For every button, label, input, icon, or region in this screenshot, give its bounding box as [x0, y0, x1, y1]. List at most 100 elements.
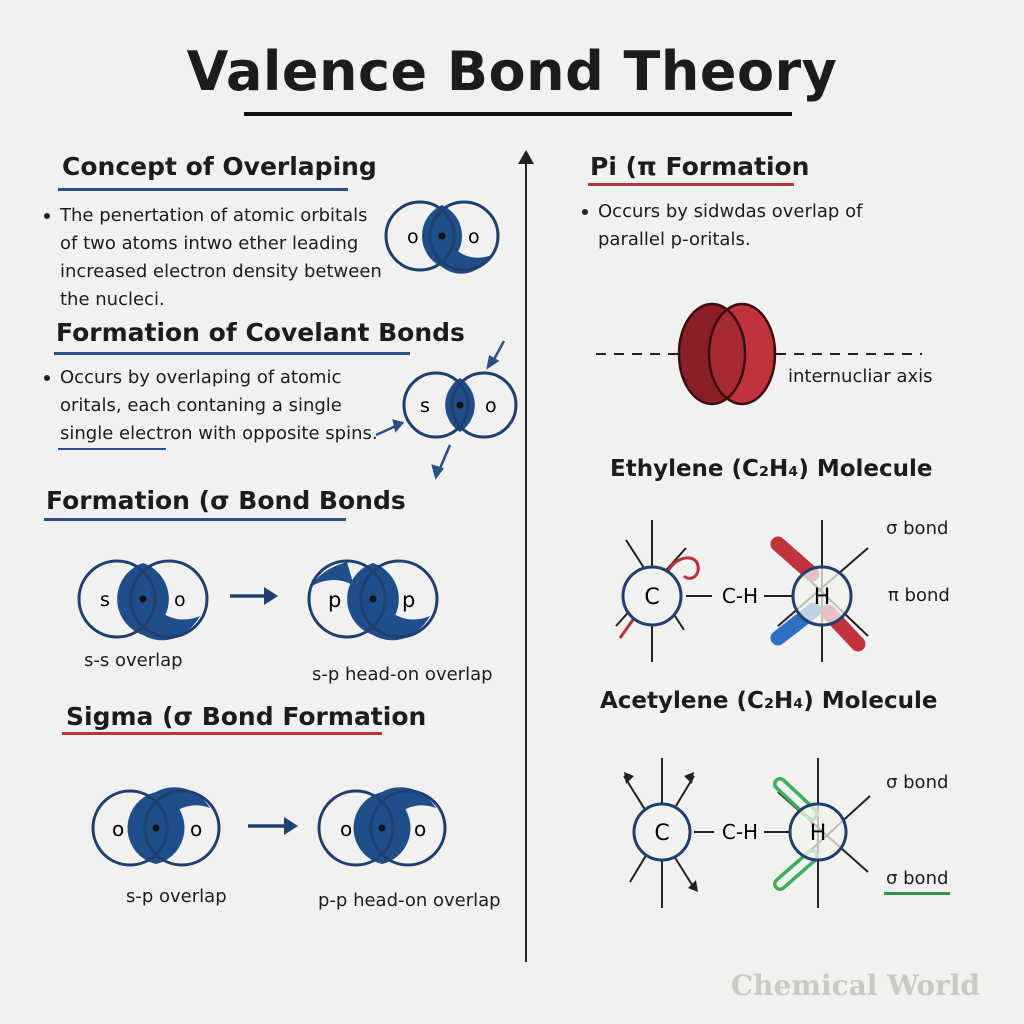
orbital-label: o: [340, 817, 352, 841]
orbital-right: [450, 371, 518, 439]
spin-arrows: [375, 340, 506, 480]
pi-heading-underline: [588, 183, 794, 186]
orbital-label: o: [112, 817, 124, 841]
ethylene-sigma-label: σ bond: [886, 518, 949, 539]
sigma-formation-diagram: o o o o: [91, 787, 447, 867]
orbital-left: [317, 789, 395, 867]
orbital-label: s: [100, 589, 110, 611]
sigma-bonds-heading: Formation (σ Bond Bonds: [46, 486, 406, 515]
atom-label-c: C: [654, 821, 669, 846]
arrow-right-icon: [248, 817, 298, 835]
orbital-o: [129, 559, 209, 639]
covalent-heading-underline: [54, 352, 410, 355]
electron-dot: [139, 595, 147, 603]
pi-bond-loop: [618, 556, 700, 639]
internuclear-axis-label: internucliar axis: [788, 366, 933, 387]
overlap-line-3: increased electron density between: [60, 261, 382, 282]
overlap-line-2: of two atoms intwo ether leading: [60, 233, 359, 254]
bullet-dot: [582, 209, 588, 215]
electron-dot: [378, 824, 386, 832]
overlap-lobe: [312, 562, 354, 586]
overlap-line-4: the nucleci.: [60, 289, 165, 310]
atom-label-c: C: [644, 585, 659, 610]
arrow-right-icon: [230, 587, 278, 605]
acetylene-sigma-label-bottom: σ bond: [886, 868, 949, 889]
orbital-right: [369, 789, 447, 867]
orbital-label: p: [402, 588, 415, 612]
covalent-orbitals-diagram: s o: [375, 340, 518, 480]
acetylene-diagram: C C-H H: [623, 758, 871, 908]
orbital-p: [307, 559, 387, 639]
overlap-text: The penertation of atomic orbitals of tw…: [44, 202, 382, 314]
bond-label-ch: C-H: [722, 584, 758, 608]
orbital-p: [359, 559, 439, 639]
ethylene-diagram: C C-H H: [615, 520, 869, 662]
page-title: Valence Bond Theory: [186, 40, 838, 103]
pi-line-2: parallel p-oritals.: [598, 229, 751, 250]
sigma-formation-heading: Sigma (σ Bond Formation: [66, 702, 427, 731]
pi-overlap-region: [708, 309, 746, 399]
electron-dot: [438, 232, 446, 240]
pi-text: Occurs by sidwdas overlap of parallel p-…: [582, 198, 862, 254]
covalent-line-1: Occurs by overlaping of atomic: [60, 367, 342, 388]
pi-lobe-red-top: [770, 536, 820, 582]
sigma-bonds-caption-1: s-s overlap: [84, 650, 183, 671]
covalent-line-3: single electron with opposite spins.: [60, 423, 378, 444]
bullet-dot: [44, 213, 50, 219]
hydrogen-atom: [788, 802, 848, 862]
overlap-line-1: The penertation of atomic orbitals: [60, 205, 368, 226]
atom-label-h: H: [814, 585, 831, 610]
orbital-left: [402, 371, 470, 439]
overlap-heading: Concept of Overlaping: [62, 152, 377, 181]
orbital-label-right: o: [485, 395, 497, 417]
overlap-lobe: [373, 602, 430, 641]
pi-overlap-diagram: [596, 302, 932, 406]
sigma-bonds-diagram: s o p p: [77, 559, 439, 641]
covalent-line-2: oritals, each contaning a single: [60, 395, 342, 416]
orbital-left: [91, 789, 169, 867]
sigma-formation-caption-1: s-p overlap: [126, 886, 227, 907]
orbital-label: o: [414, 817, 426, 841]
sigma-bonds-caption-2: s-p head-on overlap: [312, 664, 493, 685]
overlap-orbitals-diagram: o o: [384, 200, 500, 274]
ethylene-pi-label: π bond: [888, 585, 950, 606]
ethylene-title: Ethylene (C₂H₄) Molecule: [610, 456, 933, 482]
orbital-s: [77, 559, 157, 639]
orbital-label: o: [190, 817, 202, 841]
overlap-lobe: [156, 787, 210, 822]
covalent-text-underline: [58, 448, 166, 450]
orbital-right: [143, 789, 221, 867]
orbital-label-left: o: [407, 226, 419, 248]
orbital-label: p: [328, 588, 341, 612]
electron-dot: [456, 401, 464, 409]
orbital-label-right: o: [468, 226, 480, 248]
orbital-right: [428, 200, 500, 272]
bond-label-ch: C-H: [722, 820, 758, 844]
covalent-heading: Formation of Covelant Bonds: [56, 318, 465, 347]
orbital-label-left: s: [420, 395, 430, 417]
orbital-label: o: [174, 589, 186, 611]
overlap-heading-underline: [58, 188, 348, 191]
acetylene-title: Acetylene (C₂H₄) Molecule: [600, 688, 938, 714]
carbon-atom: [632, 802, 692, 862]
sigma-formation-heading-underline: [62, 732, 382, 735]
acetylene-sigma-label-top: σ bond: [886, 772, 949, 793]
sigma-bonds-heading-underline: [44, 518, 346, 521]
atom-label-h: H: [810, 821, 827, 846]
overlap-lobe: [382, 787, 436, 822]
electron-dot: [369, 595, 377, 603]
pi-heading: Pi (π Formation: [590, 152, 810, 181]
carbon-arrowheads: [624, 772, 698, 892]
orbital-left: [384, 200, 456, 272]
covalent-text: Occurs by overlaping of atomic oritals, …: [44, 364, 378, 448]
acetylene-sigma-underline: [884, 892, 950, 895]
watermark: Chemical World: [730, 969, 980, 1002]
sigma-formation-caption-2: p-p head-on overlap: [318, 890, 501, 911]
hydrogen-atom: [791, 565, 853, 627]
electron-dot: [152, 824, 160, 832]
overlap-lobe: [143, 602, 200, 641]
pi-line-1: Occurs by sidwdas overlap of: [598, 201, 863, 222]
title-underline: [244, 112, 792, 116]
bullet-dot: [44, 375, 50, 381]
carbon-atom: [621, 565, 683, 627]
